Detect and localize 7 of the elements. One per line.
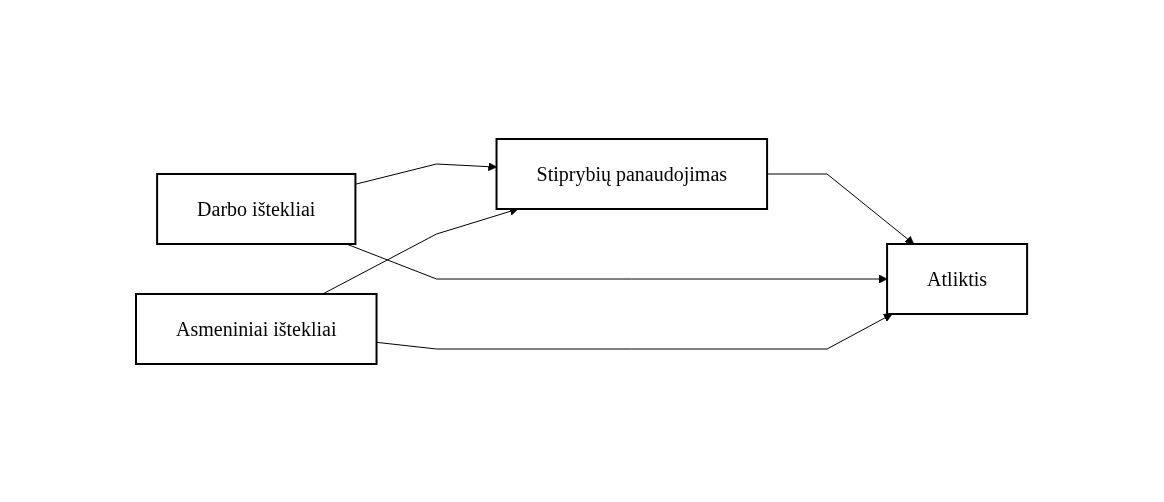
arrow bbox=[767, 173, 915, 244]
node-box: Stiprybių panaudojimas bbox=[496, 137, 769, 210]
arrow bbox=[346, 243, 888, 283]
node-box: Atliktis bbox=[886, 242, 1029, 315]
arrow bbox=[376, 313, 893, 349]
node-box: Darbo ištekliai bbox=[156, 172, 357, 245]
node-box: Asmeniniai ištekliai bbox=[135, 292, 378, 365]
